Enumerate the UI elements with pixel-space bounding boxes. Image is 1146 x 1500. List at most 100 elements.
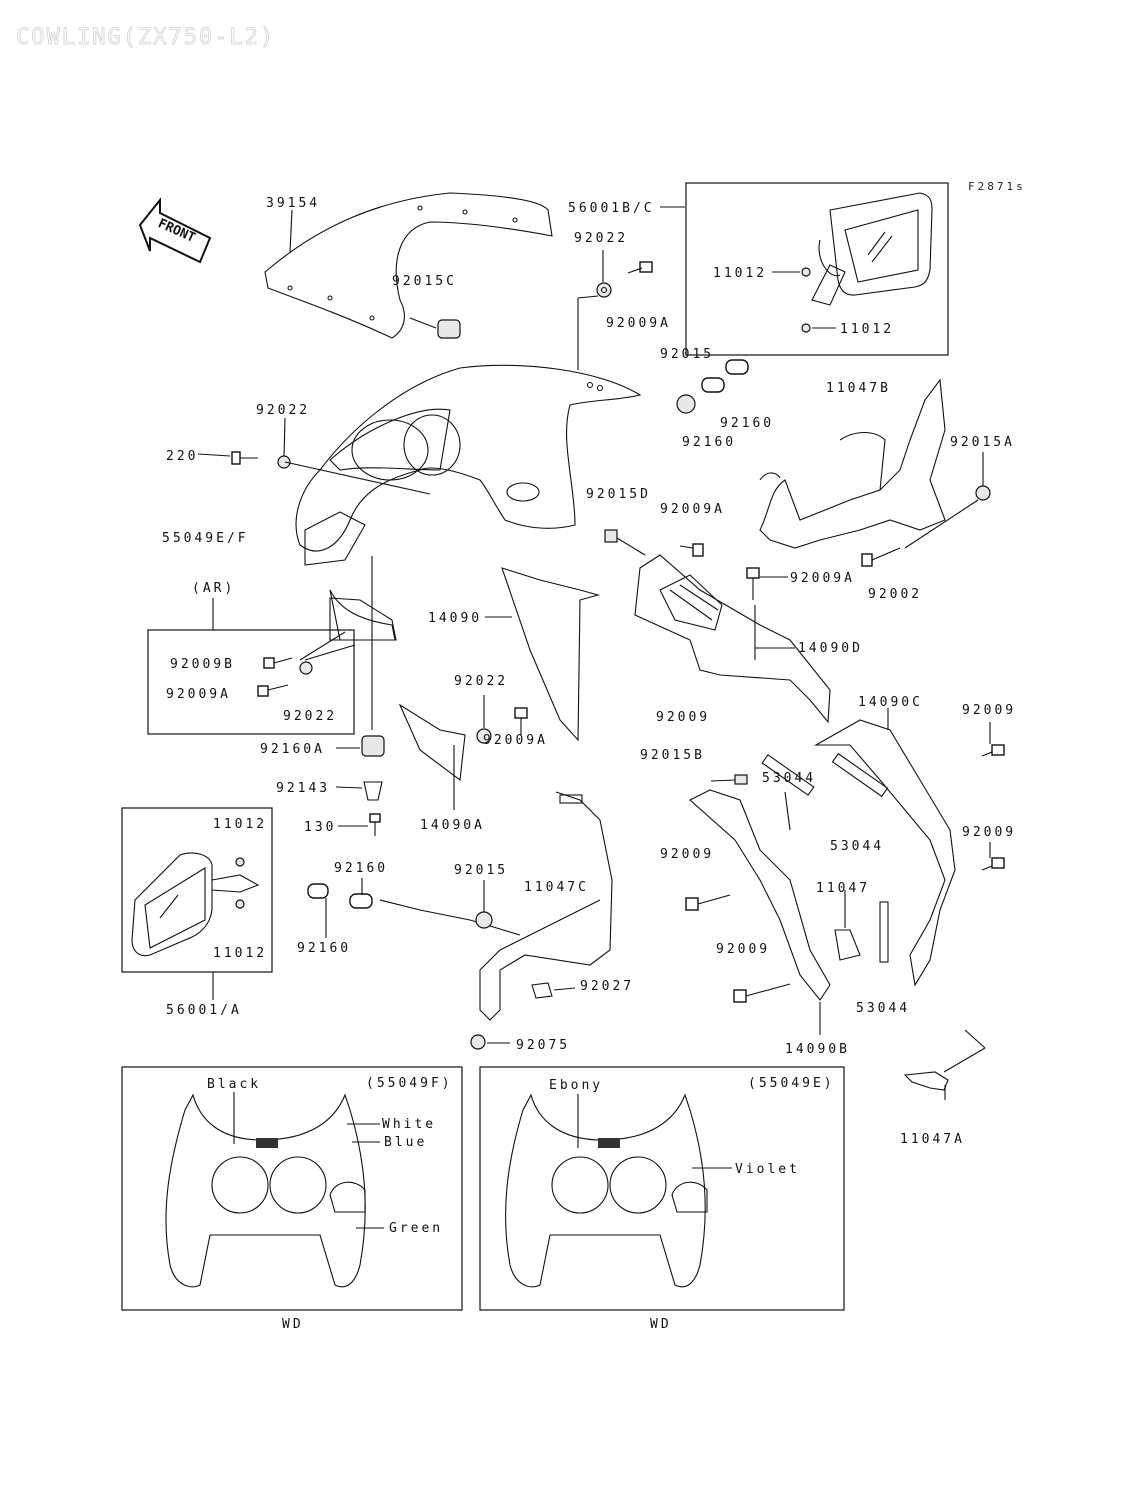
label-14090: 14090	[428, 611, 482, 626]
clip-92015d	[604, 529, 618, 543]
lower-panel-14090b	[689, 789, 831, 1001]
screw-92009a-mid	[514, 707, 528, 736]
label-14090c: 14090C	[858, 695, 923, 710]
label-92075: 92075	[516, 1038, 570, 1053]
diagram-title: COWLING(ZX750-L2)	[16, 25, 275, 50]
variant-box-55049f	[121, 1066, 463, 1311]
label-11012-left-top: 11012	[213, 817, 267, 832]
clip-92160b	[725, 359, 749, 375]
label-92009-right-b: 92009	[962, 825, 1016, 840]
label-92015: 92015	[660, 347, 714, 362]
label-56001a: 56001/A	[166, 1003, 242, 1018]
color-black: Black	[207, 1077, 261, 1092]
duct-panel-14090d	[634, 554, 831, 724]
stay-11047a	[903, 1029, 986, 1100]
label-92015c: 92015C	[392, 274, 457, 289]
label-92009-lower-b: 92009	[716, 942, 770, 957]
screw-92009-lower-a	[685, 894, 731, 911]
label-92009-right-a: 92009	[962, 703, 1016, 718]
label-92160-left: 92160	[682, 435, 736, 450]
windscreen-39154	[264, 192, 553, 339]
washer-92022	[596, 282, 612, 298]
variant-code-55049e: (55049E)	[748, 1076, 835, 1091]
caption-left: WD	[282, 1317, 304, 1332]
nut-92075	[470, 1034, 486, 1050]
label-92009-lower-a: 92009	[660, 847, 714, 862]
label-11047: 11047	[816, 881, 870, 896]
label-11012-left-bottom: 11012	[213, 946, 267, 961]
label-92160a: 92160A	[260, 742, 325, 757]
label-92002: 92002	[868, 587, 922, 602]
damper-92027	[531, 982, 553, 999]
label-11012-bottom: 11012	[840, 322, 894, 337]
label-55049ef: 55049E/F	[162, 531, 249, 546]
label-11012-top: 11012	[713, 266, 767, 281]
label-92160-mid: 92160	[334, 861, 388, 876]
label-92160-right: 92160	[720, 416, 774, 431]
mirror-box-56001bc	[685, 182, 949, 356]
cowl-variant-55049f	[165, 1093, 366, 1288]
label-92009a-top: 92009A	[606, 316, 671, 331]
ar-box	[147, 629, 355, 735]
screw-92009a-right	[746, 567, 760, 600]
bolt-220	[231, 451, 258, 465]
stay-11047	[834, 929, 861, 961]
washer-92022-left	[277, 455, 291, 469]
label-92009a-mid: 92009A	[660, 502, 725, 517]
label-92022-left: 92022	[256, 403, 310, 418]
screw-92009a-left	[257, 684, 289, 697]
label-92015a: 92015A	[950, 435, 1015, 450]
screw-92009b	[263, 657, 293, 669]
variant-code-55049f: (55049F)	[366, 1076, 453, 1091]
label-92022-top: 92022	[574, 231, 628, 246]
clip-92160d	[349, 893, 373, 909]
label-92015-lower: 92015	[454, 863, 508, 878]
color-blue: Blue	[384, 1135, 427, 1150]
label-130: 130	[304, 820, 336, 835]
screw-92009-right-a	[981, 744, 1005, 757]
label-14090a: 14090A	[420, 818, 485, 833]
clip-92160a	[701, 377, 725, 393]
screw-92009a-center	[679, 543, 704, 557]
label-92143: 92143	[276, 781, 330, 796]
nut-92015a	[975, 485, 991, 501]
mirror-56001bc	[801, 192, 933, 333]
screw-92009a	[627, 261, 653, 274]
label-92009b: 92009B	[170, 657, 235, 672]
label-92022-ar: 92022	[283, 709, 337, 724]
bolt-92002	[861, 547, 901, 567]
stay-11047b	[759, 378, 946, 549]
label-11047c: 11047C	[524, 880, 589, 895]
label-92009a-center: 92009A	[483, 733, 548, 748]
label-92015b: 92015B	[640, 748, 705, 763]
mount-bracket	[329, 597, 397, 641]
bolt-130	[369, 813, 381, 836]
color-white: White	[382, 1117, 436, 1132]
screw-92009-lower-b	[733, 983, 791, 1003]
color-green: Green	[389, 1221, 443, 1236]
pad-53044-c	[879, 901, 889, 963]
label-92022-center: 92022	[454, 674, 508, 689]
well-nut-92015c	[437, 319, 461, 339]
label-ar: (AR)	[192, 581, 235, 596]
label-14090d: 14090D	[798, 641, 863, 656]
label-56001bc: 56001B/C	[568, 201, 655, 216]
small-panel-14090a	[398, 703, 466, 782]
label-11047a: 11047A	[900, 1132, 965, 1147]
label-92009a-right: 92009A	[790, 571, 855, 586]
nut-92015	[676, 394, 696, 414]
label-92015d: 92015D	[586, 487, 651, 502]
label-53044-b: 53044	[830, 839, 884, 854]
stay-11047c	[379, 791, 613, 1021]
caption-right: WD	[650, 1317, 672, 1332]
upper-cowl-55049ef	[295, 364, 642, 641]
label-11047b: 11047B	[826, 381, 891, 396]
mirror-box-56001a	[121, 807, 273, 973]
grommet-92160a	[361, 735, 385, 757]
variant-box-55049e	[479, 1066, 845, 1311]
label-14090b: 14090B	[785, 1042, 850, 1057]
side-panel-14090c	[813, 719, 956, 987]
label-92160-lower: 92160	[297, 941, 351, 956]
screw-92009-right-b	[981, 857, 1005, 871]
